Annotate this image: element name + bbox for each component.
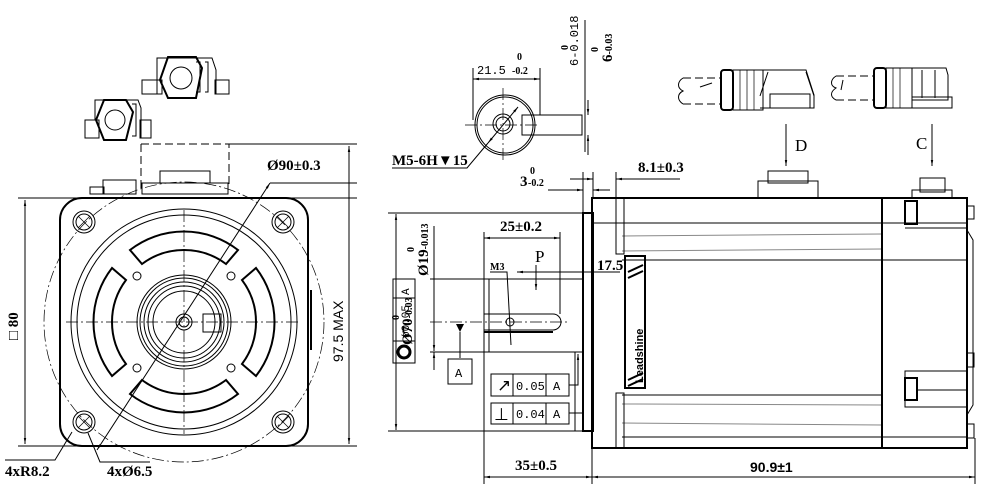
connector-front-lower (84, 99, 152, 141)
mount-hole-icon (271, 410, 295, 434)
thread-dim: M5-6H▼15 (392, 153, 468, 169)
tolerance-frame-perpendicularity (490, 402, 583, 425)
corner-radius-dim: 4xR8.2 (5, 464, 50, 480)
mount-hole-icon (72, 210, 96, 234)
concentricity-icon (396, 344, 412, 360)
key-length-dim: 25±0.2 (500, 219, 542, 235)
spigot-length-dim: 8.1±0.3 (638, 160, 684, 176)
key-offset-dim: 17.5 (597, 258, 623, 274)
perpendicularity-icon: ⊥ (494, 405, 509, 424)
flange-square-dim: □ 80 (6, 312, 22, 340)
mount-hole-dim: 4xØ6.5 (107, 464, 152, 480)
datum-a-label: A (455, 367, 463, 381)
tolerance-frame-runout (490, 354, 580, 397)
max-height-dim: 97.5 MAX (330, 300, 346, 362)
shaft-end-detail (392, 20, 586, 169)
key-width-dim: 6-0.018 (568, 16, 582, 66)
key-width-tol-upper: 0 (560, 45, 571, 50)
runout-datum: A (553, 380, 561, 394)
runout-value: 0.05 (516, 380, 545, 394)
concentricity-value: ø0.05 (401, 305, 413, 338)
flange-thickness-tol-lower: -0.2 (528, 178, 544, 189)
perpendicularity-datum: A (553, 408, 561, 422)
connector-label-d: D (795, 136, 807, 155)
connector-side-d (678, 69, 819, 199)
flat-width-dim: 21.5 (477, 64, 506, 78)
connector-label-c: C (916, 134, 927, 153)
datum-a (447, 324, 473, 385)
flange-thickness-tol-upper: 0 (530, 166, 535, 177)
shaft-diameter-dim: Ø19-0.013 (416, 223, 432, 276)
tolerance-frame-concentricity (392, 278, 416, 364)
shaft-length-dim: 35±0.5 (515, 458, 557, 474)
mount-hole-icon (271, 210, 295, 234)
bolt-circle-dim: Ø90±0.3 (267, 158, 321, 174)
shaft-tol-upper: 0 (406, 247, 417, 252)
key-height-dim: 6-0.03 (600, 34, 616, 62)
pilot-tol-upper: 0 (391, 315, 402, 320)
mount-hole-icon (72, 410, 96, 434)
body-length-dim: 90.9±1 (750, 459, 793, 475)
key-height-tol-upper: 0 (590, 47, 601, 52)
runout-icon: ↗ (497, 376, 511, 395)
connector-front-upper (141, 56, 230, 99)
flat-width-tol-lower: -0.2 (512, 66, 528, 77)
perpendicularity-value: 0.04 (516, 408, 545, 422)
key-thread-dim: M3 (490, 262, 504, 273)
side-view (388, 197, 975, 449)
front-view (5, 146, 357, 463)
pilot-diameter-dim: Ø70-0.03 (400, 297, 416, 345)
flat-width-tol-upper: 0 (517, 52, 522, 63)
key-label: P (535, 247, 544, 266)
connector-side-c (831, 67, 953, 199)
concentricity-datum: A (401, 288, 413, 295)
brand-label: Leadshine (634, 329, 646, 383)
flange-thickness-dim: 3 (520, 174, 528, 190)
